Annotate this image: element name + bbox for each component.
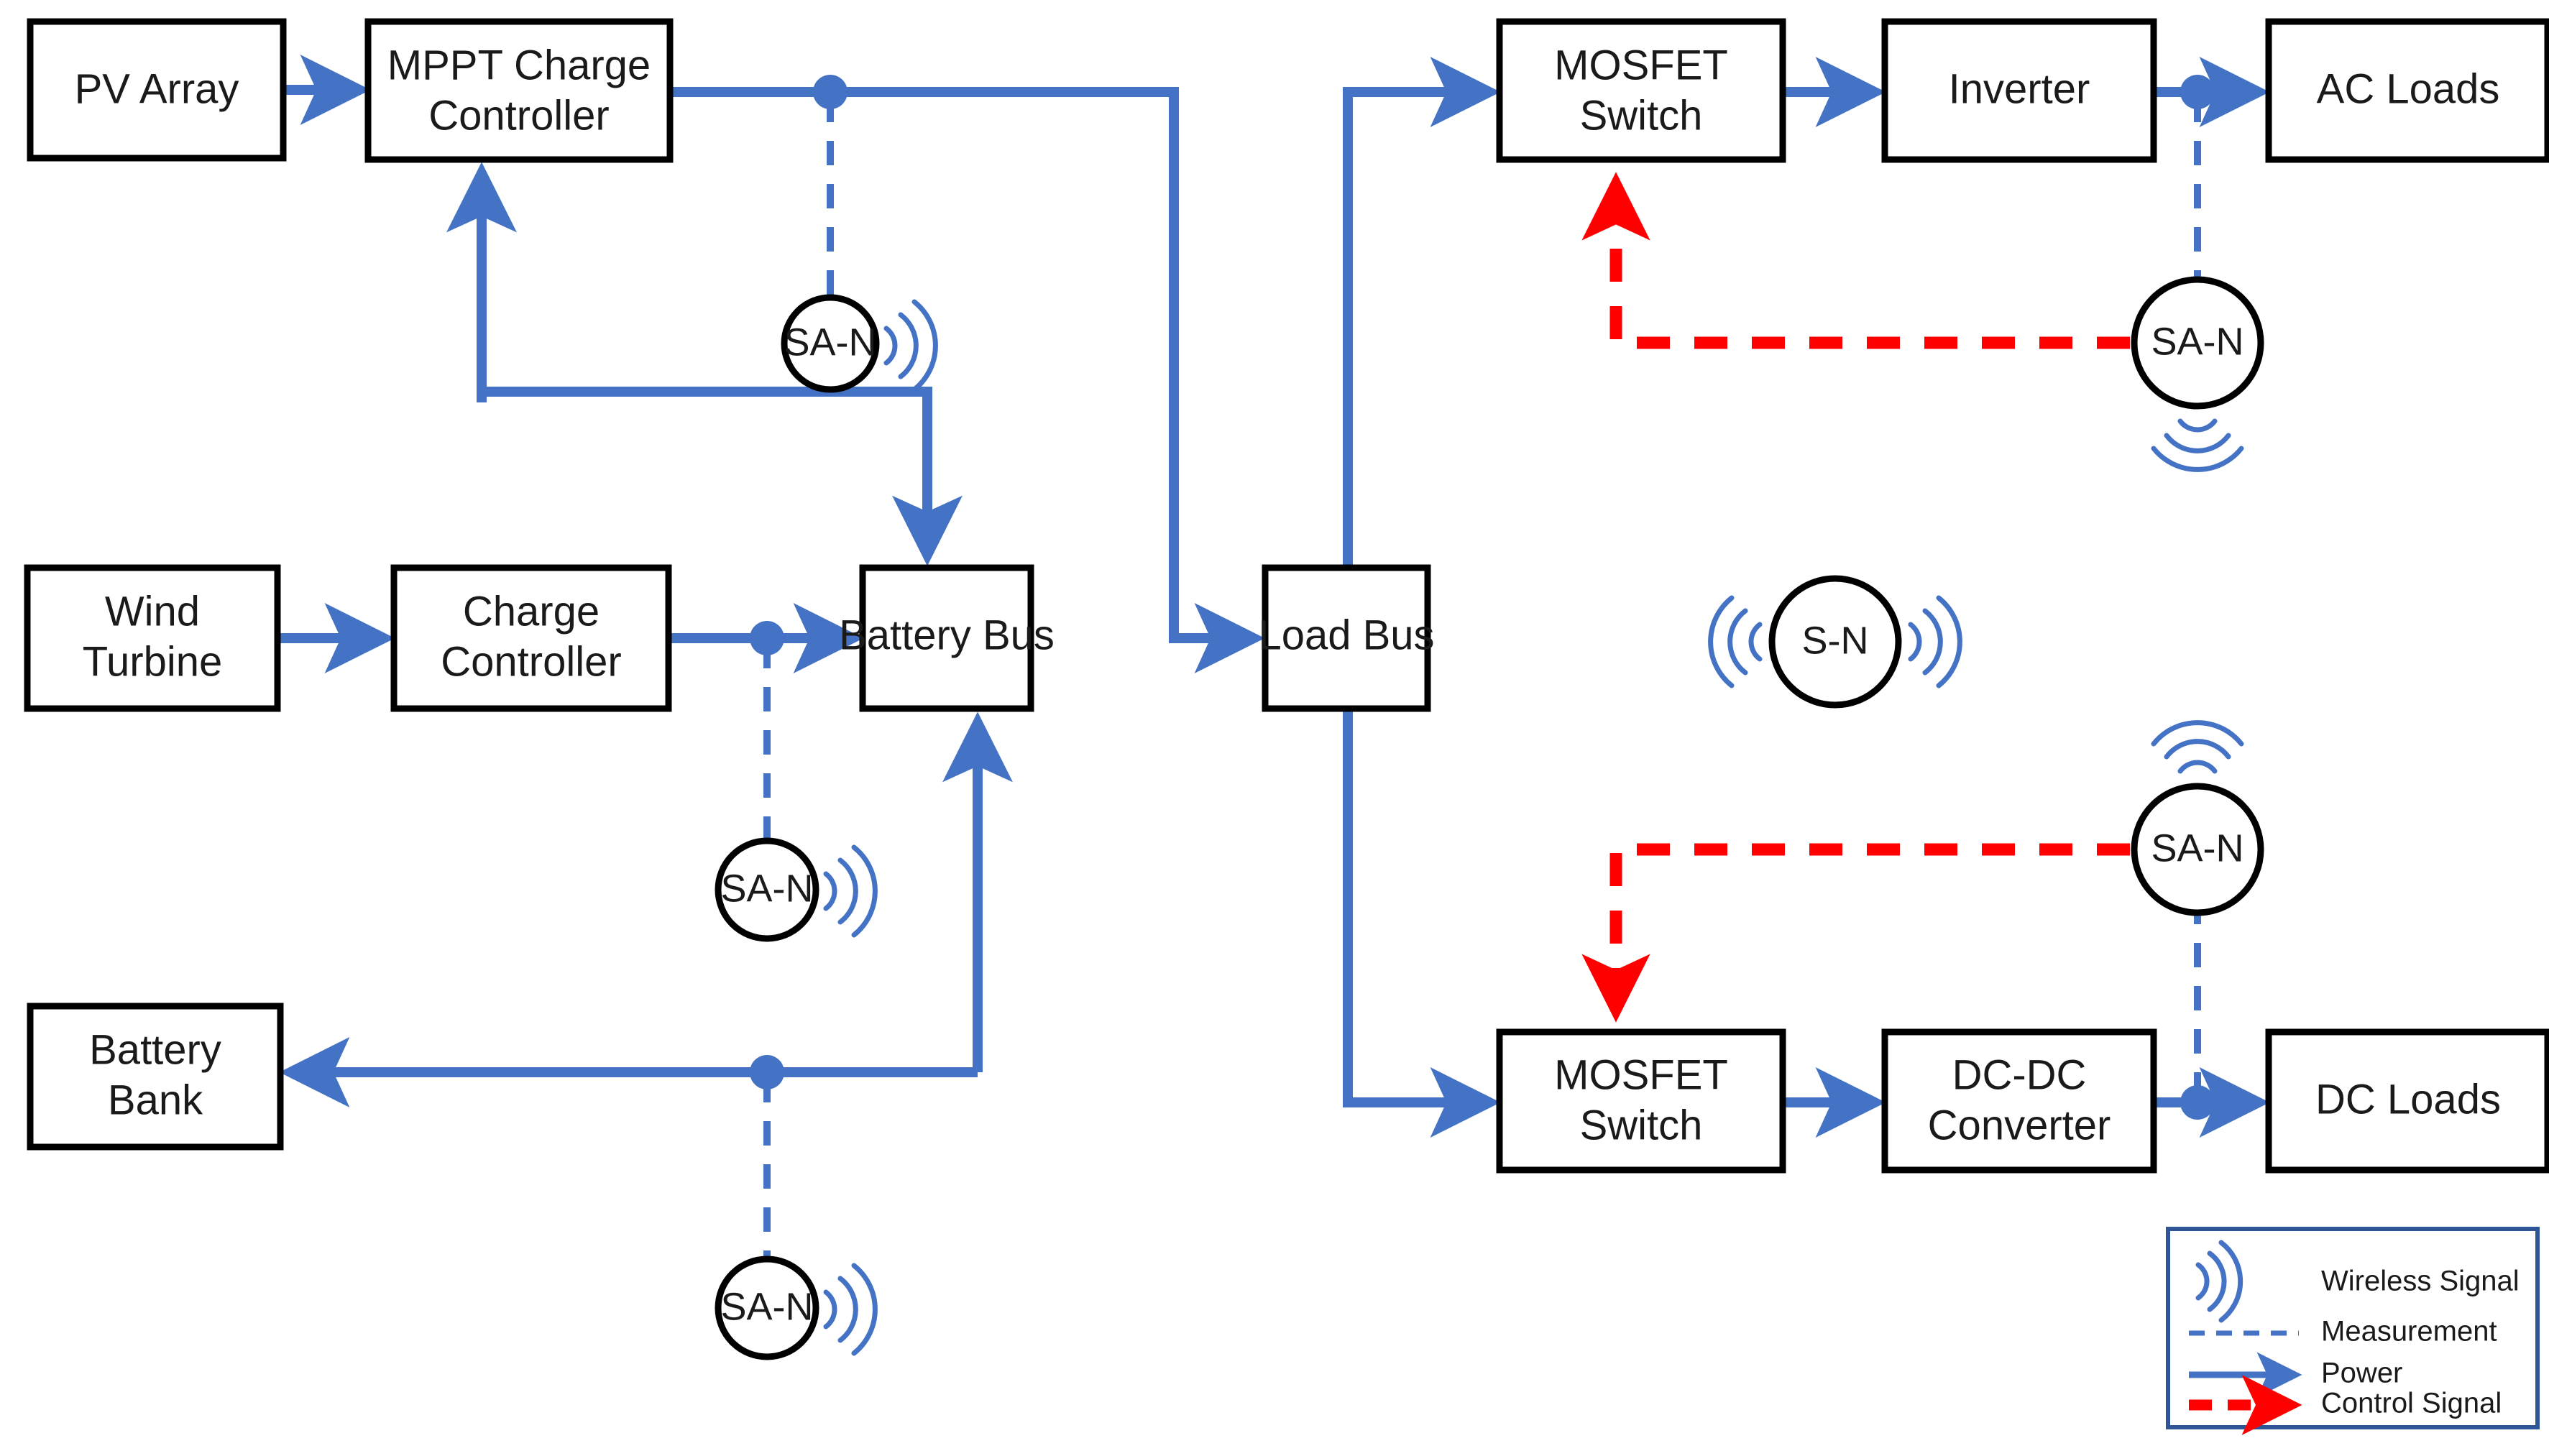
node-wind-turbine[interactable]: Wind Turbine xyxy=(24,564,281,712)
node-label-wind-line1: Wind xyxy=(105,588,200,635)
junction-dot-ac-loads-input xyxy=(2180,75,2215,109)
wireless-signal-icon xyxy=(823,1263,878,1356)
sensor-node-sa-n-battery-bank[interactable]: SA-N xyxy=(715,1255,878,1360)
node-ac-loads[interactable]: AC Loads xyxy=(2265,18,2549,163)
legend-label-wireless-signal: Wireless Signal xyxy=(2321,1266,2520,1297)
legend-item-measurement: Measurement xyxy=(2189,1316,2497,1347)
node-label-charge-line2: Controller xyxy=(441,638,621,685)
node-label-dcdc-line1: DC-DC xyxy=(1952,1051,2087,1098)
junction-dot-dc-loads-input xyxy=(2180,1085,2215,1120)
node-label-bank-line1: Battery xyxy=(89,1026,221,1073)
node-inverter[interactable]: Inverter xyxy=(1881,18,2157,163)
legend-frame xyxy=(2166,1227,2540,1429)
node-charge-controller[interactable]: Charge Controller xyxy=(390,564,672,712)
edge-load-bus-to-mosfet-ac xyxy=(1343,57,1501,568)
node-label-pv-array: PV Array xyxy=(75,65,239,112)
node-label-mosfet-ac-line1: MOSFET xyxy=(1554,42,1728,88)
measurement-edges-group xyxy=(763,98,2201,1258)
node-battery-bus[interactable]: Battery Bus xyxy=(839,564,1055,712)
wireless-signal-icon xyxy=(2151,418,2244,472)
node-label-mosfet-dc-line2: Switch xyxy=(1580,1102,1703,1148)
legend-label-measurement: Measurement xyxy=(2321,1316,2497,1347)
legend: Wireless Signal Measurement Power Contro… xyxy=(2166,1227,2540,1436)
legend-label-power: Power xyxy=(2321,1358,2402,1389)
sensor-node-sa-n-pv[interactable]: SA-N xyxy=(781,294,938,393)
node-label-mppt-line2: Controller xyxy=(428,92,609,139)
legend-item-power: Power xyxy=(2189,1352,2402,1398)
wireless-arcs-icon xyxy=(2195,1240,2243,1323)
legend-label-control-signal: Control Signal xyxy=(2321,1388,2502,1419)
node-dc-loads[interactable]: DC Loads xyxy=(2265,1028,2549,1174)
sensor-label-sa-n-ac: SA-N xyxy=(2151,320,2243,363)
legend-item-control-signal: Control Signal xyxy=(2189,1375,2502,1436)
sensor-node-sa-n-dc[interactable]: SA-N xyxy=(2131,720,2264,916)
junction-dot-battery-bank-line xyxy=(750,1055,784,1089)
wireless-signal-icon xyxy=(2151,720,2244,774)
sensor-node-s-n-central[interactable]: S-N xyxy=(1708,575,1962,709)
node-label-inverter: Inverter xyxy=(1949,65,2090,112)
edge-mppt-branch-to-battery-bus xyxy=(482,387,963,566)
junction-dots-group xyxy=(750,75,2215,1120)
sensor-nodes-group: SA-N SA-N SA-N xyxy=(715,276,2264,1360)
node-load-bus[interactable]: Load Bus xyxy=(1258,564,1435,712)
nodes-group: PV Array MPPT Charge Controller Wind Tur… xyxy=(24,18,2549,1174)
node-label-mosfet-dc-line1: MOSFET xyxy=(1554,1051,1728,1098)
power-edges-group xyxy=(277,55,2270,1138)
sensor-label-sa-n-dc: SA-N xyxy=(2151,826,2243,870)
node-label-mppt-line1: MPPT Charge xyxy=(387,42,651,88)
node-mppt-charge-controller[interactable]: MPPT Charge Controller xyxy=(364,18,674,163)
node-dcdc-converter[interactable]: DC-DC Converter xyxy=(1881,1028,2157,1174)
wireless-signal-icon xyxy=(1708,595,1962,688)
node-label-charge-line1: Charge xyxy=(463,588,600,635)
node-battery-bank[interactable]: Battery Bank xyxy=(27,1003,284,1151)
node-mosfet-switch-ac[interactable]: MOSFET Switch xyxy=(1496,18,1786,163)
sensor-label-s-n-central: S-N xyxy=(1802,619,1869,662)
node-label-dcdc-line2: Converter xyxy=(1928,1102,2111,1148)
sensor-node-sa-n-battery-bus[interactable]: SA-N xyxy=(715,837,878,942)
node-label-dc-loads: DC Loads xyxy=(2315,1076,2501,1123)
node-label-bank-line2: Bank xyxy=(108,1077,203,1123)
node-label-wind-line2: Turbine xyxy=(83,638,223,685)
junction-dot-charge-controller-output xyxy=(750,621,784,655)
node-label-mosfet-ac-line2: Switch xyxy=(1580,92,1703,139)
edge-load-bus-to-mosfet-dc xyxy=(1343,709,1501,1138)
junction-dot-mppt-output xyxy=(813,75,848,109)
node-label-load-bus: Load Bus xyxy=(1258,612,1434,658)
node-label-battery-bus: Battery Bus xyxy=(839,612,1055,658)
node-pv-array[interactable]: PV Array xyxy=(27,18,287,162)
node-label-ac-loads: AC Loads xyxy=(2317,65,2500,112)
wireless-signal-icon xyxy=(823,844,878,938)
sensor-label-sa-n-bank: SA-N xyxy=(720,1285,813,1328)
sensor-label-sa-n-pv: SA-N xyxy=(784,321,876,364)
sensor-label-sa-n-battery: SA-N xyxy=(720,867,813,910)
wireless-signal-icon xyxy=(883,299,938,392)
legend-item-wireless-signal: Wireless Signal xyxy=(2195,1240,2520,1323)
node-mosfet-switch-dc[interactable]: MOSFET Switch xyxy=(1496,1028,1786,1174)
edge-mppt-to-load-bus xyxy=(670,87,1265,673)
sensor-node-sa-n-ac[interactable]: SA-N xyxy=(2131,276,2264,472)
